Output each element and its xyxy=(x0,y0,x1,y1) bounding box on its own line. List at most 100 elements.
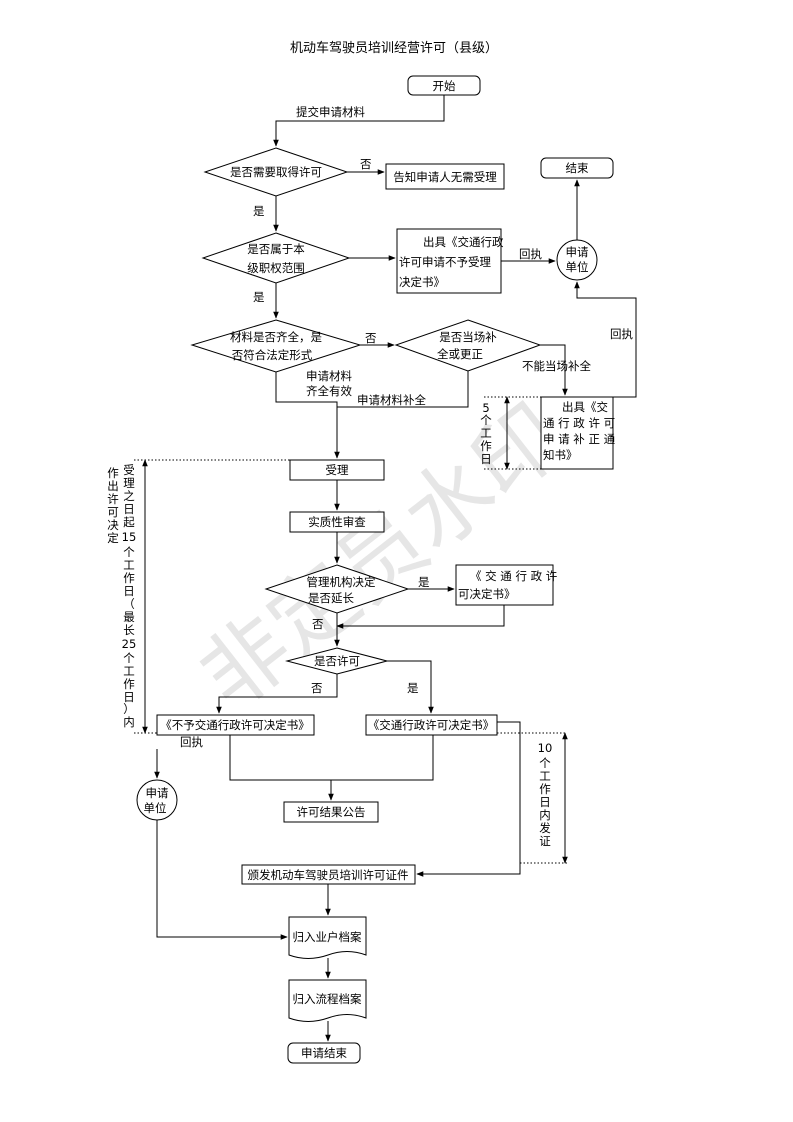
end-top-label: 结束 xyxy=(566,161,589,175)
ten-days-char: 工 xyxy=(539,769,551,783)
inform-no-need-label: 告知申请人无需受理 xyxy=(393,170,497,184)
fifteen-days-char: 15 xyxy=(122,530,137,544)
decision-extend-label-1: 管理机构决定 xyxy=(307,575,376,589)
fifteen-days-char: 受 xyxy=(123,463,135,477)
applicant-bottom-label-1: 申请 xyxy=(146,786,169,800)
applicant-circle-top: 申请 单位 xyxy=(556,239,598,281)
decision-materials-label-1: 材料是否齐全，是 xyxy=(230,330,322,344)
accept-box: 受理 xyxy=(289,459,385,481)
label-complete-1: 申请材料 xyxy=(306,369,352,383)
reject-doc-label-1: 出具《交通行政 xyxy=(423,235,504,249)
finish-node: 申请结束 xyxy=(287,1042,361,1064)
fifteen-days-char: 长 xyxy=(123,623,135,637)
ten-days-label: 10 个 工 作 日 内 发 证 xyxy=(538,741,553,848)
decision-column-char: 出 xyxy=(107,479,119,493)
fifteen-days-char: 日 xyxy=(123,690,135,704)
decision-fix-on-site: 是否当场补 全或更正 xyxy=(394,319,542,372)
fifteen-days-char: 之 xyxy=(123,489,135,503)
decision-extend-label-2: 是否延长 xyxy=(308,591,354,605)
label-yes-4: 是 xyxy=(407,681,419,695)
label-receipt-1: 回执 xyxy=(519,247,542,261)
ten-days-char: 个 xyxy=(539,756,551,770)
decision-scope-label-2: 级职权范围 xyxy=(247,261,305,275)
inform-no-need-box: 告知申请人无需受理 xyxy=(385,163,505,190)
ten-days-char: 证 xyxy=(539,834,551,848)
watermark: 非定员水印 xyxy=(182,385,582,729)
extend-doc-label-1: 《 交 通 行 政 许 xyxy=(470,569,558,583)
fifteen-days-char: 个 xyxy=(123,545,135,559)
correction-notice-label-2: 通 行 政 许 可 xyxy=(543,416,615,430)
applicant-circle-bottom: 申请 单位 xyxy=(136,779,178,821)
fifteen-days-char: 个 xyxy=(123,651,135,665)
label-receipt-2: 回执 xyxy=(610,327,633,341)
decision-permit: 是否许可 xyxy=(285,647,389,675)
ten-days-char: 10 xyxy=(538,741,553,755)
fifteen-days-label: 受 理 之 日 起 15 个 工 作 日 （ 最 长 25 个 工 作 日 ） … xyxy=(122,463,137,729)
fifteen-days-char: 最 xyxy=(123,610,135,624)
correction-notice-label-1: 出具《交 xyxy=(562,400,608,414)
fifteen-days-char: 日 xyxy=(123,584,135,598)
connectors xyxy=(134,95,637,1042)
reject-doc-label-3: 决定书》 xyxy=(399,275,445,289)
decision-column-label: 作 出 许 可 决 定 xyxy=(107,466,119,545)
label-yes-1: 是 xyxy=(253,204,265,218)
extend-doc-label-2: 可决定书》 xyxy=(458,587,516,601)
decision-column-char: 可 xyxy=(107,505,119,519)
applicant-top-label-1: 申请 xyxy=(566,245,589,259)
decision-need-permit-label: 是否需要取得许可 xyxy=(230,165,322,179)
decision-permit-label: 是否许可 xyxy=(314,654,360,668)
extend-decision-doc-box: 《 交 通 行 政 许 可决定书》 xyxy=(455,564,558,606)
decision-column-char: 定 xyxy=(107,531,119,545)
accept-label: 受理 xyxy=(326,463,349,477)
decision-scope: 是否属于本 级职权范围 xyxy=(201,232,351,284)
decision-column-char: 作 xyxy=(107,466,119,480)
label-no-3: 否 xyxy=(312,617,324,631)
decision-materials: 材料是否齐全，是 否符合法定形式 xyxy=(190,319,362,373)
fifteen-days-char: 作 xyxy=(123,677,135,691)
label-yes-3: 是 xyxy=(418,575,430,589)
label-cannot-fix: 不能当场补全 xyxy=(522,359,591,373)
fifteen-days-char: 内 xyxy=(123,715,135,729)
label-receipt-3: 回执 xyxy=(180,735,203,749)
decision-materials-label-2: 否符合法定形式 xyxy=(232,348,313,362)
issue-certificate-box: 颁发机动车驾驶员培训许可证件 xyxy=(241,864,416,885)
submit-label: 提交申请材料 xyxy=(296,105,365,119)
label-complete-2: 齐全有效 xyxy=(306,384,352,398)
fifteen-days-char: （ xyxy=(123,597,135,611)
archive-process-label: 归入流程档案 xyxy=(293,992,362,1006)
archive-household-label: 归入业户档案 xyxy=(293,930,362,944)
ten-days-char: 内 xyxy=(539,808,551,822)
decision-extend: 管理机构决定 是否延长 xyxy=(264,564,410,614)
grant-doc-box: 《交通行政许可决定书》 xyxy=(365,714,498,736)
five-days-char: 作 xyxy=(480,439,492,453)
decision-fix-label-2: 全或更正 xyxy=(437,347,483,361)
fifteen-days-char: 工 xyxy=(123,664,135,678)
five-days-char: 日 xyxy=(480,452,492,466)
label-no-2: 否 xyxy=(365,331,377,345)
fifteen-days-char: 起 xyxy=(123,515,135,529)
fifteen-days-char: 作 xyxy=(123,571,135,585)
finish-label: 申请结束 xyxy=(301,1046,347,1060)
start-label: 开始 xyxy=(433,79,456,93)
start-node: 开始 xyxy=(407,75,481,96)
grant-doc-label: 《交通行政许可决定书》 xyxy=(368,718,495,732)
five-days-char: 个 xyxy=(480,413,492,427)
fifteen-days-char: ） xyxy=(123,702,135,716)
correction-notice-box: 出具《交 通 行 政 许 可 申 请 补 正 通 知书》 xyxy=(540,396,616,470)
label-no-4: 否 xyxy=(311,681,323,695)
label-no-1: 否 xyxy=(360,157,372,171)
five-days-char: 工 xyxy=(480,426,492,440)
fifteen-days-char: 25 xyxy=(122,637,137,651)
archive-household-box: 归入业户档案 xyxy=(288,916,367,959)
decision-fix-label-1: 是否当场补 xyxy=(439,330,497,344)
applicant-bottom-label-2: 单位 xyxy=(144,801,167,815)
reject-doc-box: 出具《交通行政 许可申请不予受理 决定书》 xyxy=(396,228,504,294)
fifteen-days-char: 日 xyxy=(123,502,135,516)
decision-scope-label-1: 是否属于本 xyxy=(247,242,305,256)
correction-notice-label-3: 申 请 补 正 通 xyxy=(543,432,616,446)
decision-column-char: 决 xyxy=(107,518,119,532)
archive-process-box: 归入流程档案 xyxy=(288,979,367,1022)
reject-doc-label-2: 许可申请不予受理 xyxy=(399,255,491,269)
